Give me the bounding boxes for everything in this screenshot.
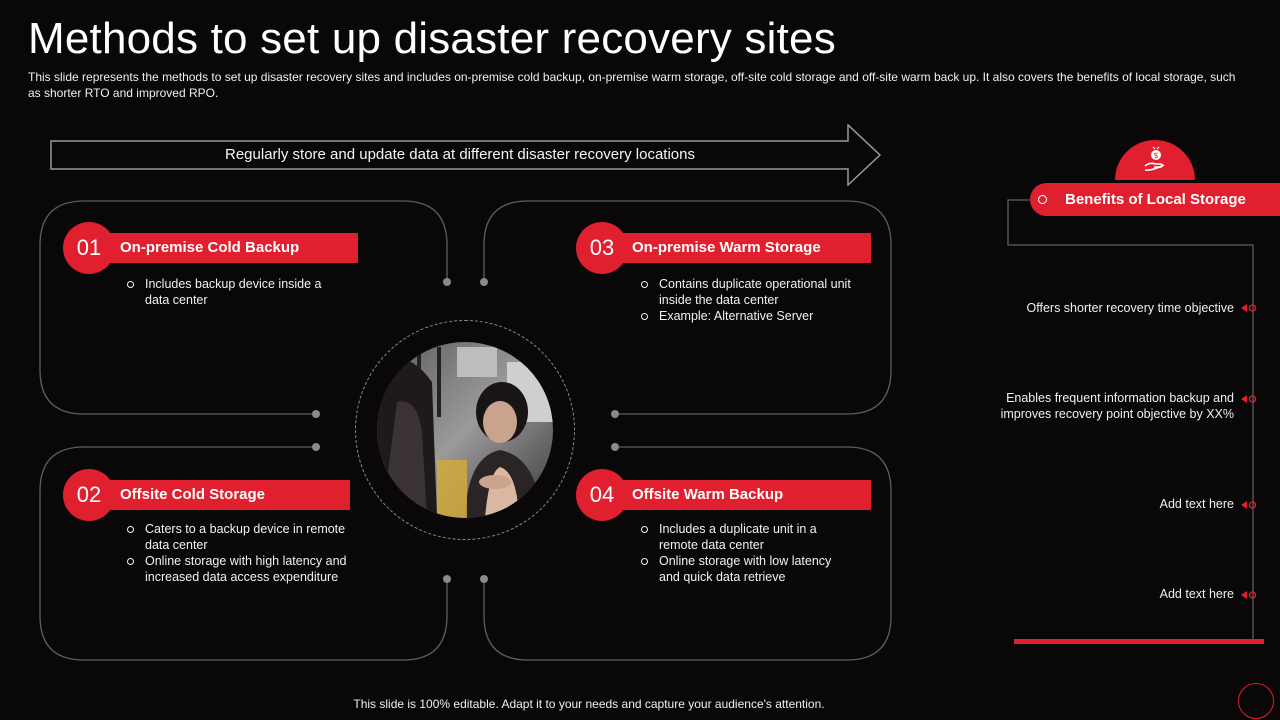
benefit-item-1: Offers shorter recovery time objective xyxy=(974,300,1234,316)
footer-text: This slide is 100% editable. Adapt it to… xyxy=(353,697,824,711)
method-04-number: 04 xyxy=(576,469,628,521)
method-04-bullets: Includes a duplicate unit in a remote da… xyxy=(640,521,855,585)
benefit-marker-2 xyxy=(1241,395,1257,403)
hand-money-icon: $ xyxy=(1115,140,1195,180)
benefit-marker-4 xyxy=(1241,591,1257,599)
bullet-item: Contains duplicate operational unit insi… xyxy=(640,276,870,308)
benefit-item-2: Enables frequent information backup and … xyxy=(974,390,1234,422)
benefit-item-3: Add text here xyxy=(1034,496,1234,512)
method-01-title: On-premise Cold Backup xyxy=(108,233,358,263)
benefits-header: Benefits of Local Storage xyxy=(1030,183,1280,216)
corner-ring-decoration xyxy=(1238,683,1274,719)
benefit-marker-1 xyxy=(1241,304,1257,312)
method-01-bullets: Includes backup device inside a data cen… xyxy=(126,276,346,308)
bullet-item: Online storage with high latency and inc… xyxy=(126,553,366,585)
method-03-number: 03 xyxy=(576,222,628,274)
benefit-marker-3 xyxy=(1241,501,1257,509)
benefit-icon-wrap: $ xyxy=(1115,140,1195,180)
method-03-title: On-premise Warm Storage xyxy=(620,233,871,263)
method-02-bullets: Caters to a backup device in remote data… xyxy=(126,521,366,585)
header-dot xyxy=(1038,195,1047,204)
method-04-title: Offsite Warm Backup xyxy=(620,480,871,510)
benefit-item-4: Add text here xyxy=(1034,586,1234,602)
bullet-item: Example: Alternative Server xyxy=(640,308,870,324)
method-02-title: Offsite Cold Storage xyxy=(108,480,350,510)
method-03-bullets: Contains duplicate operational unit insi… xyxy=(640,276,870,324)
bullet-item: Includes a duplicate unit in a remote da… xyxy=(640,521,855,553)
footer-note: This slide is 100% editable. Adapt it to… xyxy=(0,697,1280,711)
team-photo xyxy=(377,342,553,518)
svg-text:$: $ xyxy=(1153,151,1158,160)
benefits-underline xyxy=(1014,639,1264,644)
benefits-header-text: Benefits of Local Storage xyxy=(1065,191,1246,208)
bullet-item: Caters to a backup device in remote data… xyxy=(126,521,366,553)
method-02-number: 02 xyxy=(63,469,115,521)
bullet-item: Includes backup device inside a data cen… xyxy=(126,276,346,308)
method-01-number: 01 xyxy=(63,222,115,274)
bullet-item: Online storage with low latency and quic… xyxy=(640,553,855,585)
